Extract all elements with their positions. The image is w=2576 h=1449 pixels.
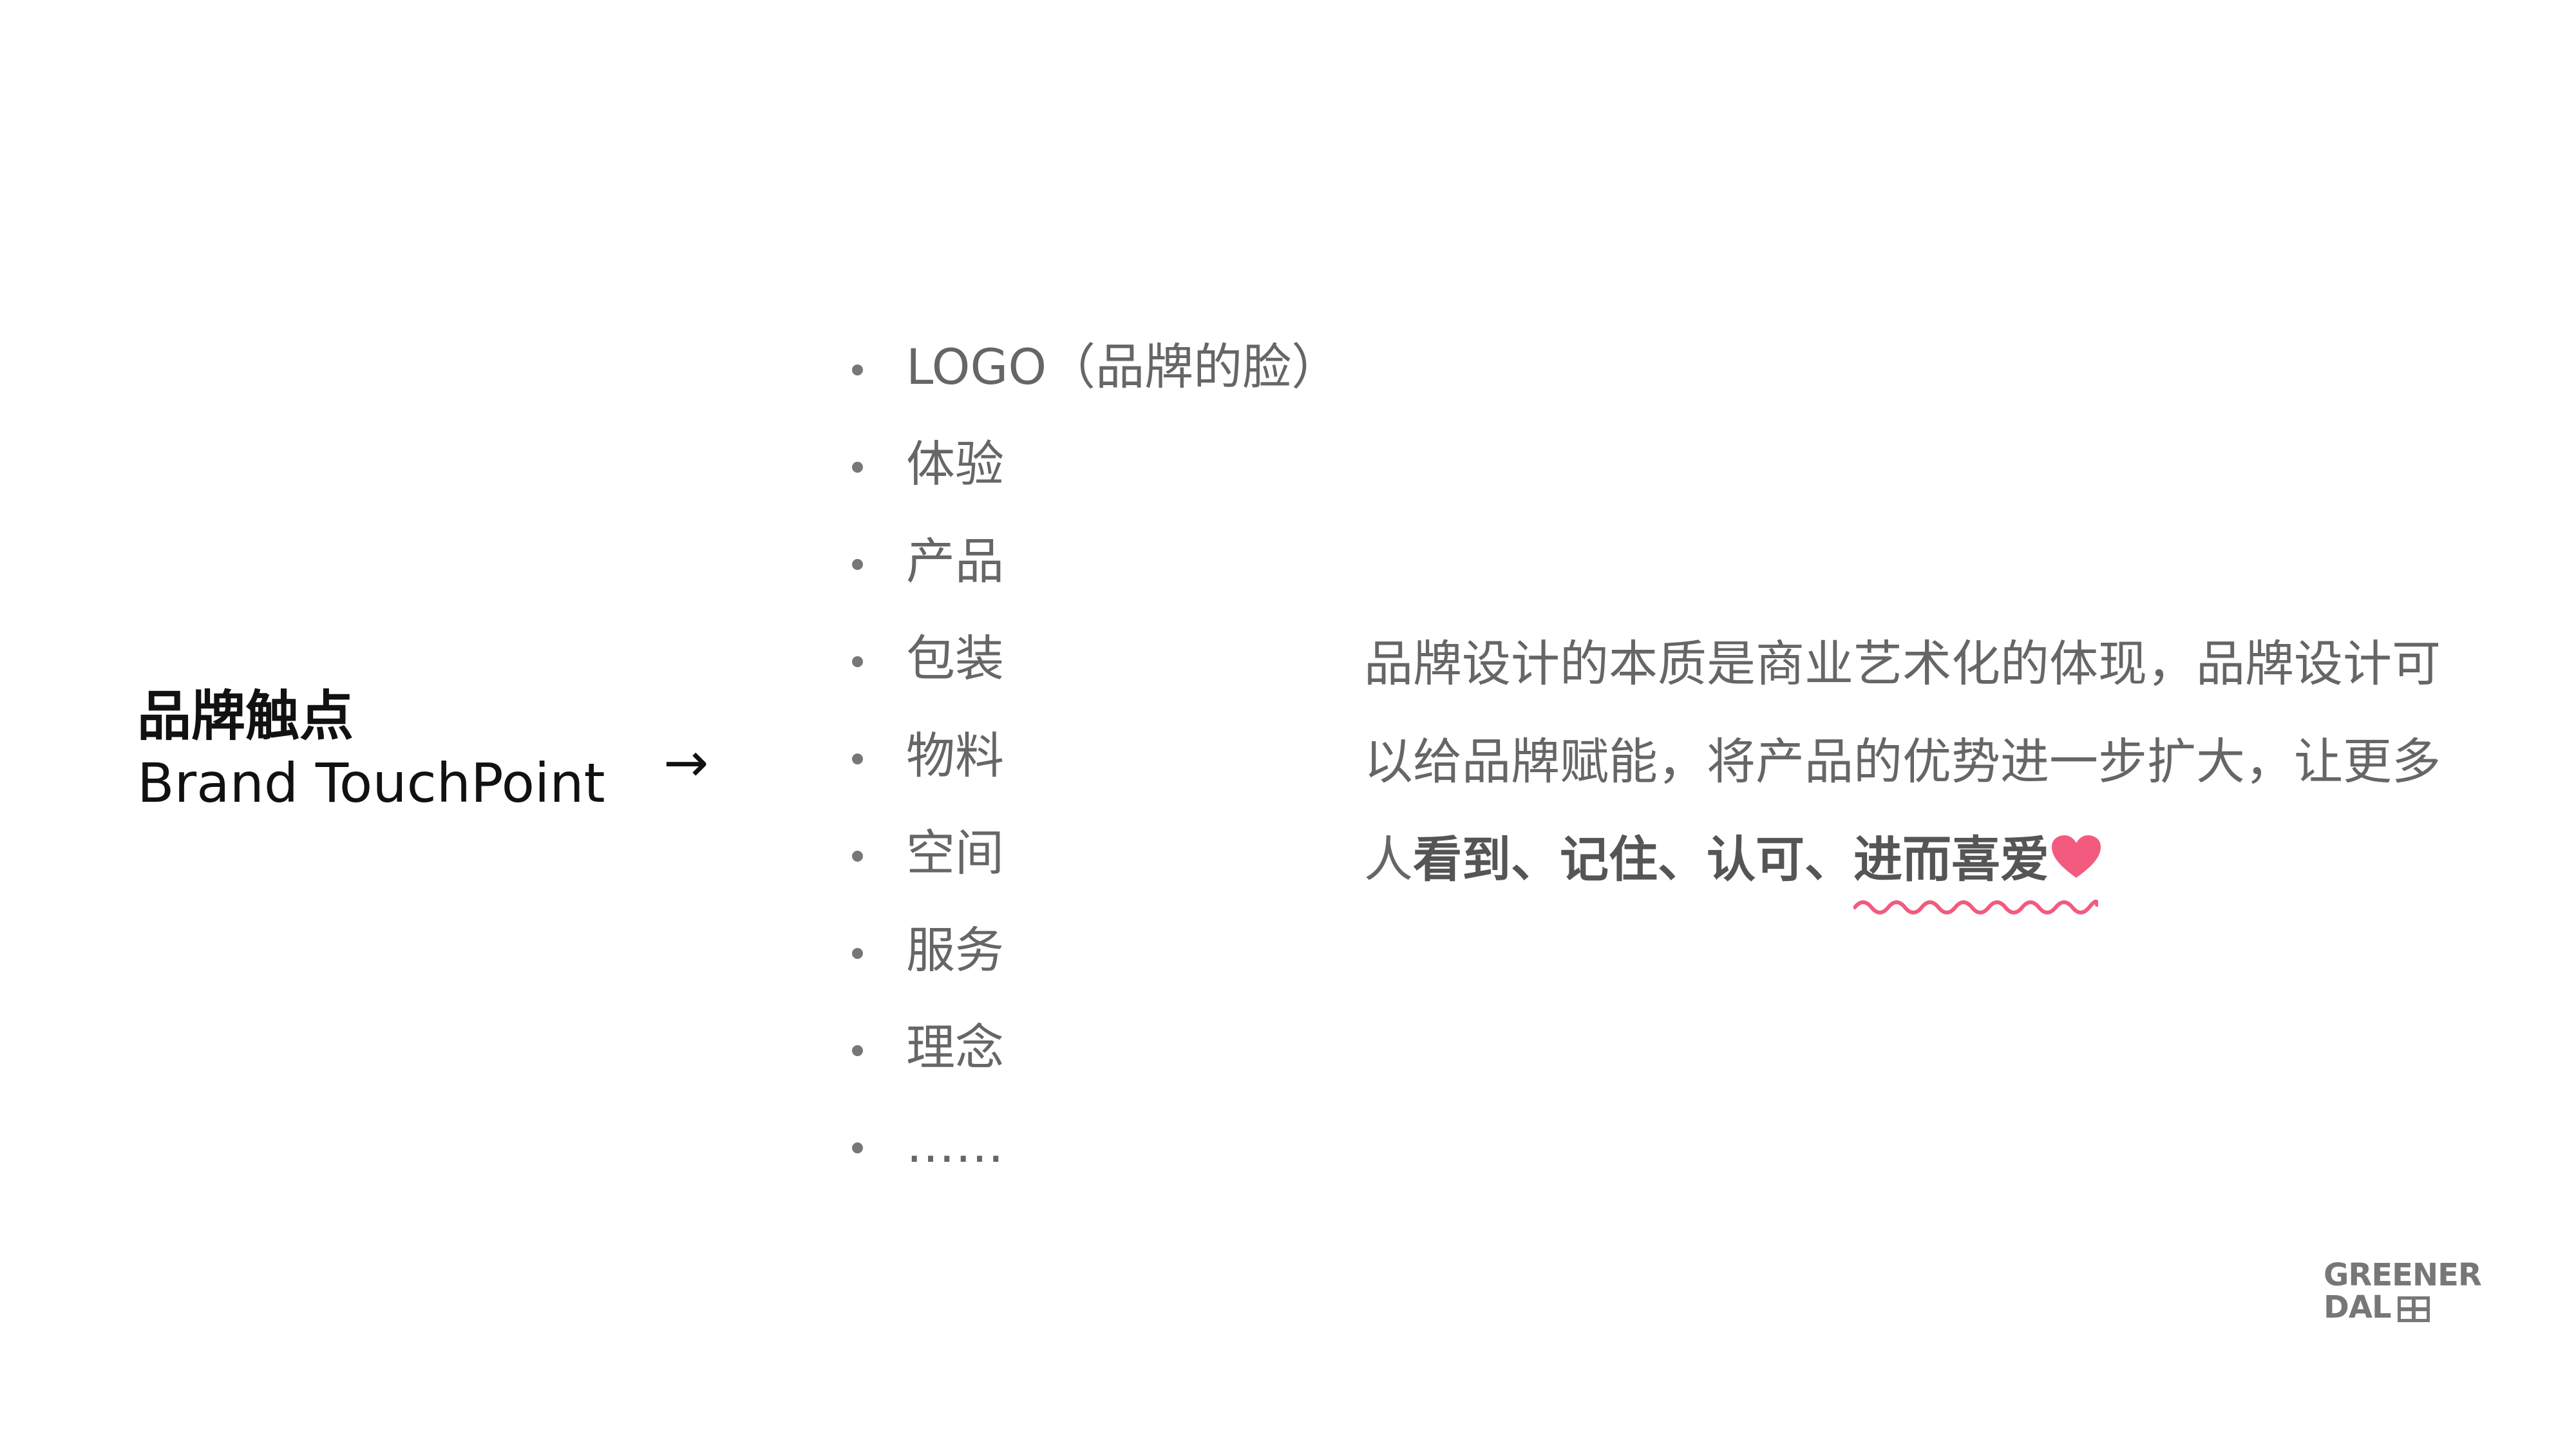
brand-logo: GREENER DAL (2324, 1257, 2482, 1325)
arrow-right-icon: → (663, 731, 709, 794)
description-paragraph: 品牌设计的本质是商业艺术化的体现，品牌设计可 以给品牌赋能，将产品的优势进一步扩… (1364, 615, 2485, 914)
bullet-icon (852, 365, 863, 375)
description-line-1: 品牌设计的本质是商业艺术化的体现，品牌设计可 (1364, 635, 2441, 692)
highlight-text: 进而喜爱 (1853, 831, 2049, 888)
title-english: Brand TouchPoint (137, 752, 605, 815)
bullet-icon (852, 559, 863, 570)
logo-line-1: GREENER (2324, 1257, 2482, 1293)
list-item-text: LOGO（品牌的脸） (906, 338, 1341, 395)
bullet-icon (852, 656, 863, 667)
bullet-icon (852, 1142, 863, 1153)
bullet-icon (852, 1045, 863, 1056)
description-line-2: 以给品牌赋能，将产品的优势进一步扩大，让更多 (1364, 733, 2441, 790)
title-chinese: 品牌触点 (137, 685, 354, 748)
list-item-text: …… (906, 1116, 1004, 1173)
list-item-text: 包装 (906, 630, 1004, 687)
list-item-text: 产品 (906, 533, 1004, 590)
heart-icon (2052, 835, 2101, 878)
bullet-icon (852, 753, 863, 764)
list-item-text: 服务 (906, 922, 1004, 979)
wavy-underline (1853, 899, 2098, 914)
description-plain-text: 人 (1364, 831, 1413, 888)
bullet-icon (852, 462, 863, 473)
list-item-text: 理念 (906, 1019, 1004, 1076)
highlight-phrase: 进而喜爱 (1853, 811, 2098, 914)
logo-line-2: DAL (2324, 1289, 2392, 1325)
bullet-icon (852, 948, 863, 959)
title-block: 品牌触点 Brand TouchPoint (137, 683, 605, 817)
list-item-text: 体验 (906, 435, 1004, 493)
list-item-text: 空间 (906, 824, 1004, 882)
description-line-3: 人看到、记住、认可、进而喜爱 (1364, 811, 2485, 914)
logo-mark-icon (2398, 1296, 2430, 1322)
description-bold-text: 看到、记住、认可、 (1413, 831, 1853, 888)
bullet-icon (852, 851, 863, 862)
list-item-text: 物料 (906, 727, 1004, 784)
